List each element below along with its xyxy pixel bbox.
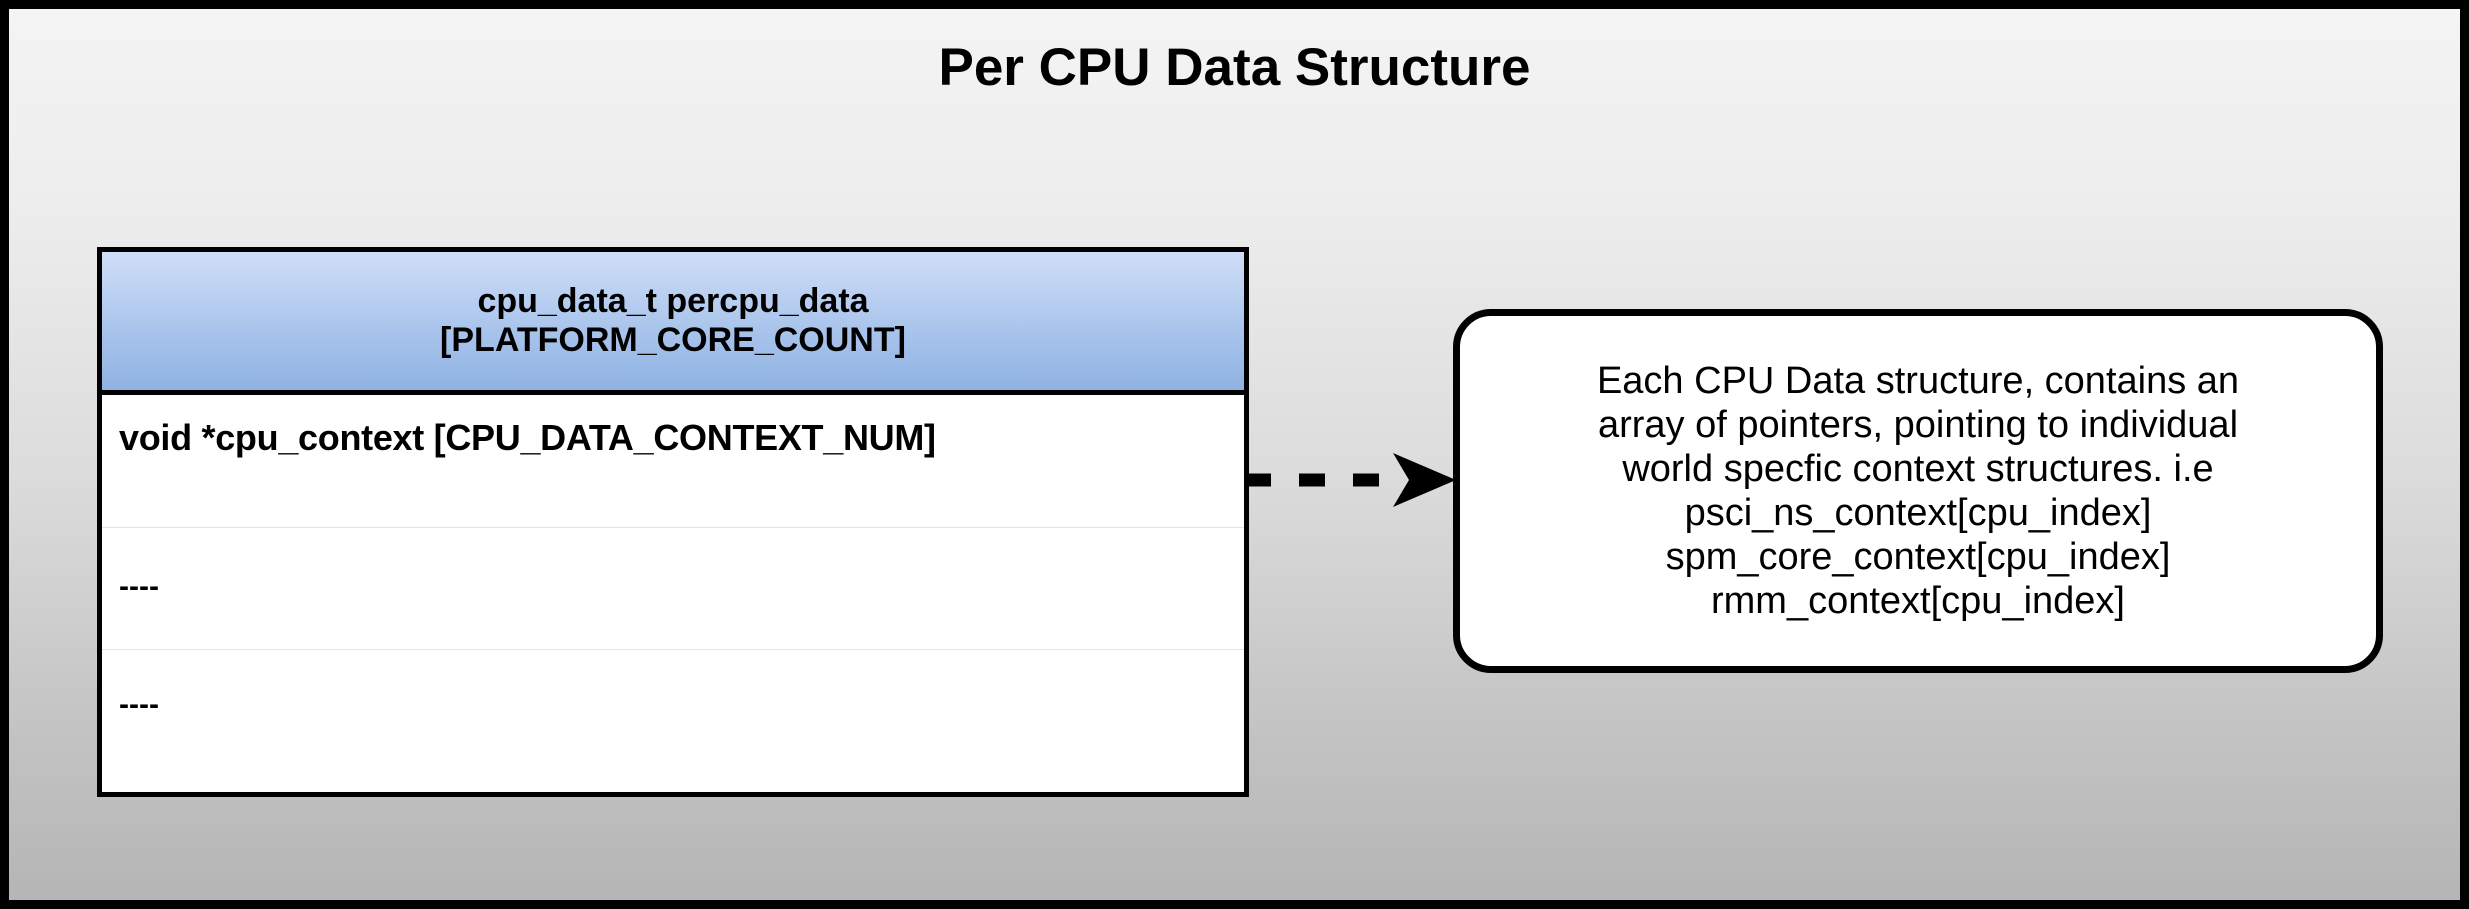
page-title: Per CPU Data Structure: [938, 38, 1531, 97]
callout-line-3: world specfic context structures. i.e: [1622, 447, 2214, 490]
callout-line-2: array of pointers, pointing to individua…: [1597, 403, 2239, 446]
table-row: ----: [102, 528, 1244, 650]
percpu-data-struct-table: cpu_data_t percpu_data [PLATFORM_CORE_CO…: [97, 247, 1249, 797]
callout-line-5: spm_core_context[cpu_index]: [1665, 536, 2171, 579]
table-row: ----: [102, 650, 1244, 792]
dashed-arrow-right-icon: [1241, 445, 1471, 515]
callout-line-4: psci_ns_context[cpu_index]: [1684, 492, 2152, 534]
struct-header-line-2: [PLATFORM_CORE_COUNT]: [440, 321, 906, 359]
struct-field-placeholder-2: ----: [119, 688, 159, 721]
callout-note: Each CPU Data structure, contains an arr…: [1453, 309, 2383, 673]
callout-line-6: rmm_context[cpu_index]: [1711, 580, 2125, 623]
struct-header-line-1: cpu_data_t percpu_data: [477, 282, 869, 321]
struct-field-cpu-context: void *cpu_context [CPU_DATA_CONTEXT_NUM]: [119, 417, 936, 458]
callout-line-1: Each CPU Data structure, contains an: [1596, 359, 2240, 402]
struct-table-header: cpu_data_t percpu_data [PLATFORM_CORE_CO…: [102, 252, 1244, 395]
struct-field-placeholder-1: ----: [119, 570, 159, 603]
table-row: void *cpu_context [CPU_DATA_CONTEXT_NUM]: [102, 395, 1244, 528]
